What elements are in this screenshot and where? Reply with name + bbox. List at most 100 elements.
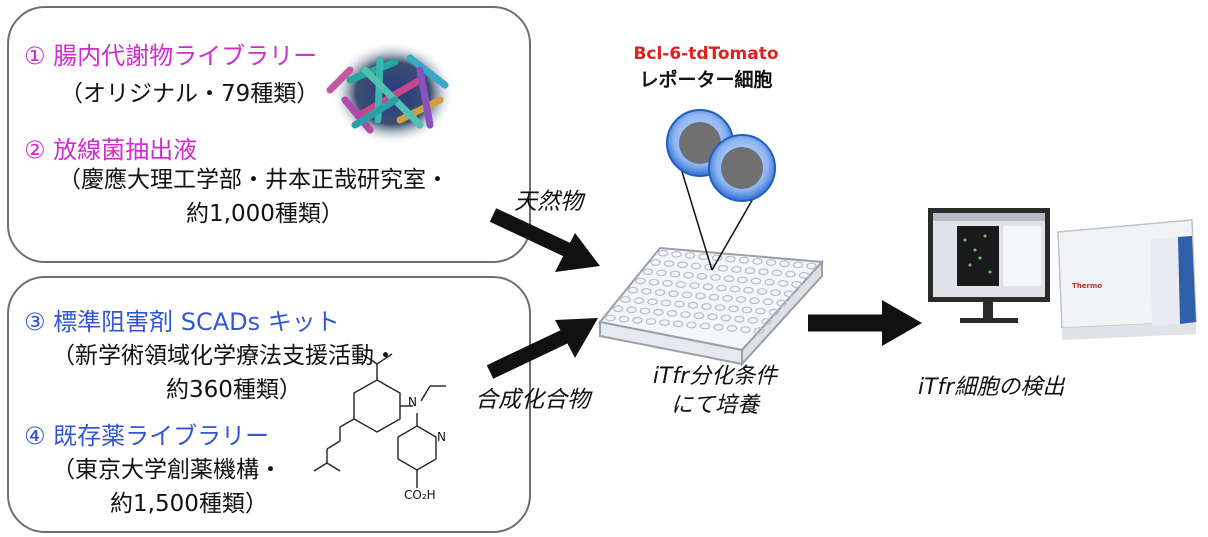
plate-well	[620, 296, 631, 303]
detection-instrument	[928, 208, 1197, 340]
plate-well	[632, 316, 643, 324]
item2-detail-line2: 約1,000種類）	[186, 201, 344, 227]
plate-well	[768, 308, 780, 316]
item1-detail: （オリジナル・79種類）	[60, 81, 320, 107]
plate-well	[743, 286, 754, 294]
structure-group: CO₂H	[404, 488, 436, 502]
item2-title: ② 放線菌抽出液	[24, 136, 198, 164]
plate-well	[680, 311, 691, 318]
plate-well	[701, 303, 712, 310]
plate-well	[725, 255, 736, 263]
plate-well	[792, 261, 804, 269]
plate-well	[660, 299, 672, 307]
plate-well	[656, 269, 667, 277]
plate-well	[738, 256, 750, 264]
plate-well	[707, 313, 718, 321]
plate-well	[693, 312, 705, 320]
item4-title: ④ 既存薬ライブラリー	[24, 422, 270, 450]
plate-well	[779, 260, 790, 268]
plate-well	[681, 291, 693, 299]
item3-title: ③ 標準阻害剤 SCADs キット	[24, 308, 340, 336]
synthetic-compounds-box	[7, 276, 531, 533]
plate-well	[672, 320, 684, 328]
plate-well	[666, 310, 678, 317]
plate-well	[770, 289, 781, 297]
plate-well	[657, 249, 669, 257]
plate-well	[755, 307, 766, 315]
plate-well	[674, 300, 685, 308]
plate-well	[764, 278, 775, 286]
plate-well	[653, 308, 664, 316]
plate-well	[737, 276, 748, 284]
plate-well	[677, 261, 688, 269]
plate-well	[747, 317, 759, 324]
plate-well	[689, 282, 700, 290]
chemical-structure	[313, 353, 446, 488]
plate-well	[777, 280, 789, 287]
plate-well	[713, 323, 724, 331]
plate-well	[690, 262, 702, 270]
plate-well	[650, 259, 661, 266]
reporter-cell-2	[708, 134, 776, 202]
plate-well	[648, 278, 660, 286]
structure-atom-n2: N	[437, 430, 446, 444]
plate-well	[663, 260, 675, 268]
plate-well	[765, 259, 777, 266]
plate-well	[714, 304, 726, 312]
plate-well	[771, 269, 783, 277]
plate-well	[734, 315, 745, 323]
plate-well	[633, 297, 645, 305]
plate-well	[645, 318, 657, 325]
plate-well	[668, 290, 679, 298]
reporter-label-line1: Bcl-6-tdTomato	[633, 44, 779, 64]
plate-well	[654, 289, 666, 296]
plate-well	[729, 285, 741, 293]
natural-arrow	[489, 208, 600, 272]
plate-well	[752, 258, 763, 265]
plate-well	[686, 321, 697, 329]
plate-well	[647, 298, 658, 306]
plate-well	[669, 270, 681, 278]
plate-well	[708, 293, 720, 301]
plate-well	[728, 305, 739, 313]
plate-well	[642, 268, 654, 276]
instrument-brand-label: Thermo	[1072, 282, 1103, 290]
plate-well	[717, 264, 729, 272]
plate-well	[723, 275, 735, 283]
item4-detail-line1: （東京大学創薬機構・	[52, 457, 282, 483]
plate-well	[675, 281, 687, 288]
plate-well	[783, 290, 795, 298]
detection-label: iTfr細胞の検出	[918, 375, 1065, 400]
plate-well	[662, 279, 673, 287]
plate-well	[626, 306, 637, 314]
item3-detail-line1: （新学術領域化学療法支援活動・	[52, 343, 397, 369]
plate-well	[735, 296, 747, 303]
plate-well	[695, 292, 706, 300]
reporter-label-line2: レポーター細胞	[639, 69, 773, 91]
culture-label-line1: iTfr分化条件	[652, 364, 778, 389]
item4-detail-line2: 約1,500種類）	[110, 491, 268, 517]
plate-well	[776, 299, 787, 307]
well-plate	[598, 246, 825, 367]
plate-well	[659, 319, 670, 327]
detection-arrow	[808, 300, 922, 346]
plate-well	[806, 262, 817, 270]
plate-well	[731, 266, 742, 273]
plate-well	[605, 314, 616, 322]
natural-arrow-label: 天然物	[514, 189, 583, 215]
plate-well	[722, 295, 733, 302]
plate-well	[671, 250, 682, 258]
plate-well	[641, 288, 652, 295]
plate-well	[753, 327, 765, 335]
plate-well	[750, 277, 762, 285]
synthetic-arrow	[486, 318, 598, 379]
structure-atom-n: N	[408, 395, 417, 409]
plate-well	[696, 273, 708, 280]
plate-well	[758, 268, 769, 276]
plate-well	[684, 252, 696, 259]
plate-well	[627, 286, 639, 294]
plate-well	[716, 284, 727, 292]
plate-well	[699, 322, 711, 330]
plate-well	[798, 271, 810, 279]
